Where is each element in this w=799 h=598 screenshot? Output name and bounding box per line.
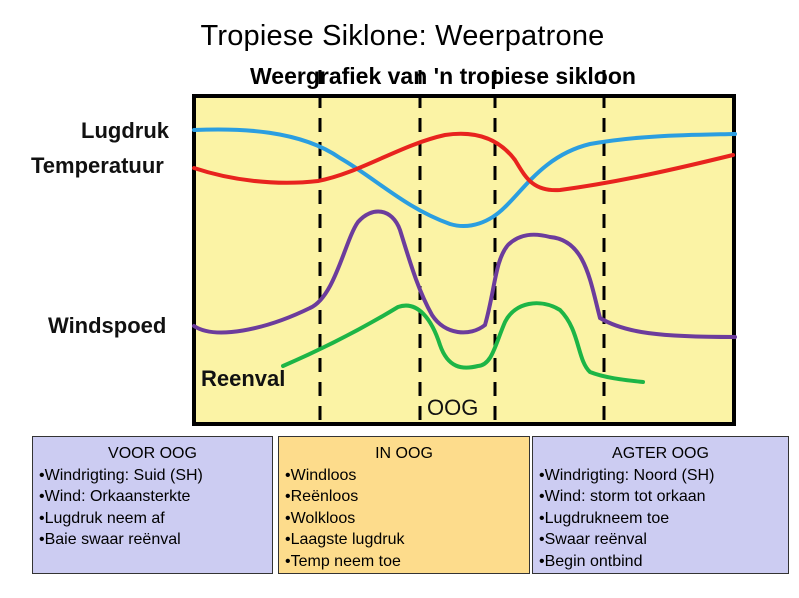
- label-windspoed: Windspoed: [48, 313, 167, 338]
- windspoed-curve: [192, 209, 737, 339]
- box-in-oog: IN OOG Windloos Reënloos Wolkloos Laagst…: [278, 436, 530, 574]
- reenval-curve: [281, 301, 645, 384]
- box-voor-oog-list: Windrigting: Suid (SH) Wind: Orkaansterk…: [39, 465, 266, 551]
- slide-title: Tropiese Siklone: Weerpatrone: [200, 20, 605, 52]
- list-item: Laagste lugdruk: [285, 529, 523, 551]
- box-agter-oog: AGTER OOG Windrigting: Noord (SH) Wind: …: [532, 436, 789, 574]
- list-item: Reënloos: [285, 486, 523, 508]
- lugdruk-curve: [192, 127, 737, 228]
- box-agter-oog-heading: AGTER OOG: [612, 445, 709, 462]
- list-item: Baie swaar reënval: [39, 529, 266, 551]
- list-item: Windrigting: Suid (SH): [39, 465, 266, 487]
- list-item: Begin ontbind: [539, 551, 782, 573]
- list-item: Windrigting: Noord (SH): [539, 465, 782, 487]
- box-voor-oog-heading: VOOR OOG: [108, 445, 197, 462]
- list-item: Wind: storm tot orkaan: [539, 486, 782, 508]
- list-item: Lugdrukneem toe: [539, 508, 782, 530]
- list-item: Wind: Orkaansterkte: [39, 486, 266, 508]
- label-temperatuur: Temperatuur: [31, 153, 164, 178]
- box-voor-oog: VOOR OOG Windrigting: Suid (SH) Wind: Or…: [32, 436, 273, 574]
- label-reenval: Reenval: [201, 366, 286, 391]
- box-in-oog-list: Windloos Reënloos Wolkloos Laagste lugdr…: [285, 465, 523, 573]
- temperatuur-curve: [192, 131, 735, 193]
- label-oog: OOG: [427, 395, 479, 420]
- box-agter-oog-list: Windrigting: Noord (SH) Wind: storm tot …: [539, 465, 782, 573]
- list-item: Lugdruk neem af: [39, 508, 266, 530]
- list-item: Windloos: [285, 465, 523, 487]
- label-lugdruk: Lugdruk: [81, 118, 169, 143]
- list-item: Wolkloos: [285, 508, 523, 530]
- list-item: Temp neem toe: [285, 551, 523, 573]
- list-item: Swaar reënval: [539, 529, 782, 551]
- box-in-oog-heading: IN OOG: [375, 445, 433, 462]
- chart-title: Weergrafiek van 'n tropiese sikloon: [250, 63, 636, 89]
